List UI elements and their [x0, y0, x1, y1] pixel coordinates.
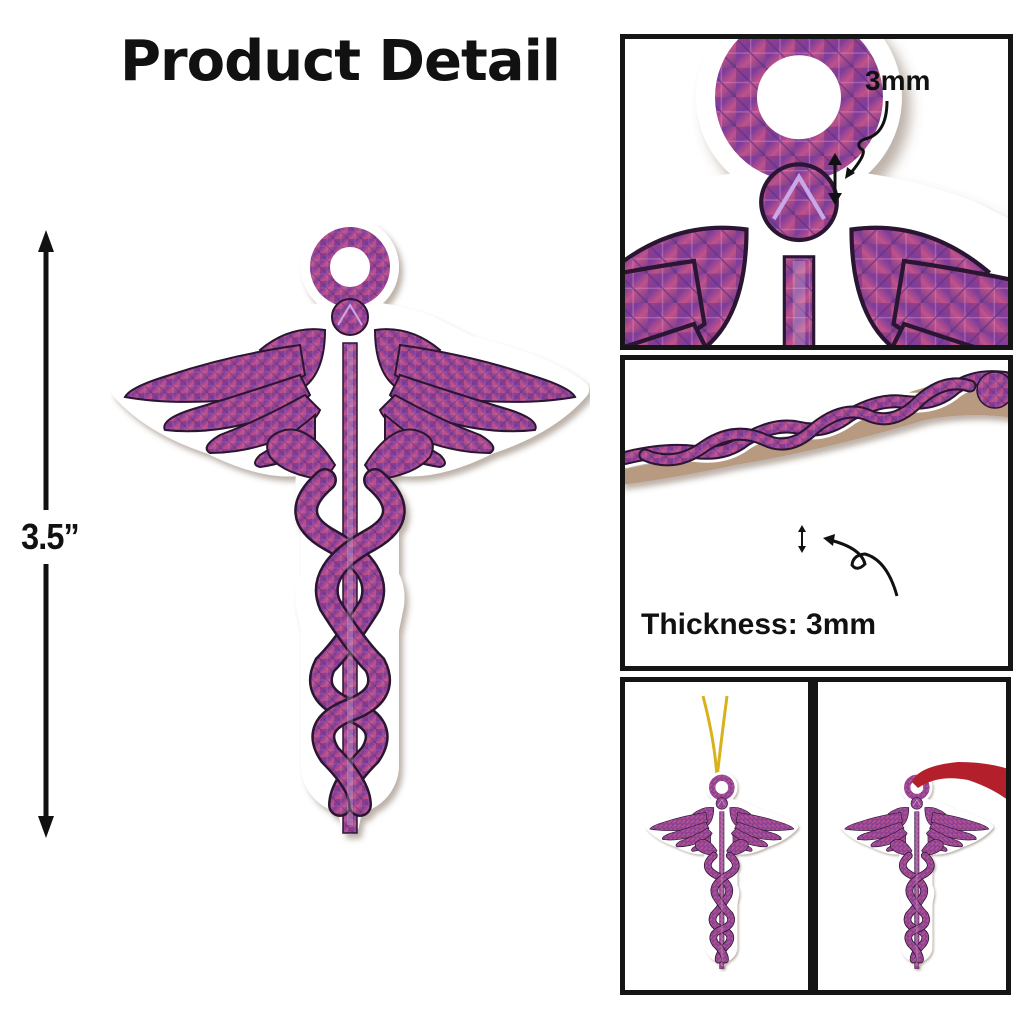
- gold-string-view-panel: [620, 677, 813, 995]
- red-ribbon-icon: [912, 762, 1006, 799]
- curved-pointer-arrow-icon: [848, 100, 889, 175]
- thickness-side-view-image: [625, 367, 1008, 597]
- hole-size-label: 3mm: [865, 65, 931, 96]
- curved-pointer-arrow-icon: [829, 538, 899, 597]
- thickness-arrow-icon: [798, 525, 806, 553]
- hole-size-arrow-icon: [828, 153, 842, 205]
- gold-string-icon: [701, 695, 729, 779]
- caduceus-ornament-image: [110, 225, 590, 855]
- height-dimension-label: 3.5”: [14, 510, 86, 564]
- thickness-detail-panel: Thickness: 3mm: [620, 355, 1013, 671]
- hole-detail-panel: 3mm: [620, 34, 1013, 350]
- thickness-label: Thickness: 3mm: [641, 608, 877, 641]
- ornament-with-gold-string-image: [625, 695, 813, 995]
- page-title: Product Detail: [120, 29, 561, 94]
- red-ribbon-view-panel: [813, 677, 1011, 995]
- ornament-with-red-ribbon-image: [818, 762, 1006, 995]
- hole-closeup-image: [625, 39, 1013, 350]
